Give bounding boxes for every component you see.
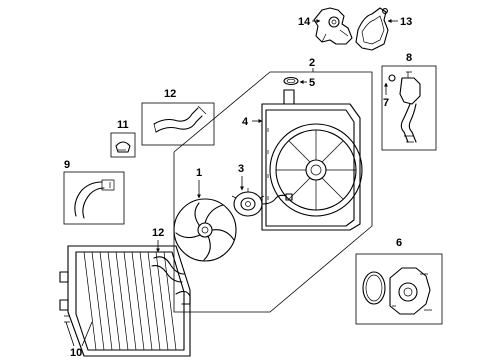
- callout-12-lower: 12: [152, 227, 164, 239]
- part-4-fan-shroud: [261, 89, 363, 231]
- part-1-fan-blade: [173, 198, 237, 262]
- part-11-radiator-cap: [115, 141, 131, 153]
- part-12-upper-box: [141, 102, 215, 146]
- part-8-box: [381, 65, 437, 151]
- part-5-clip: [283, 76, 299, 86]
- part-3-fan-motor: [231, 188, 293, 217]
- part-13-pump-gasket: [355, 7, 389, 51]
- callout-2: 2: [309, 57, 315, 69]
- callout-14: 14: [298, 16, 311, 28]
- callout-9: 9: [64, 159, 70, 171]
- part-12-lower-hose: [151, 256, 185, 283]
- part-12-upper-hose: [153, 105, 207, 133]
- part-6-box: [355, 253, 443, 325]
- callout-8: 8: [406, 52, 412, 64]
- part-9-lower-hose: [74, 179, 115, 219]
- callout-5: 5: [309, 77, 315, 89]
- part-10-radiator: [59, 245, 191, 357]
- callout-3: 3: [238, 163, 244, 175]
- callout-10: 10: [70, 347, 82, 359]
- part-11-box: [110, 132, 136, 158]
- callout-4: 4: [242, 116, 249, 128]
- callout-6: 6: [396, 237, 402, 249]
- callout-13: 13: [400, 16, 412, 28]
- part-9-box: [63, 171, 125, 225]
- callout-11: 11: [117, 119, 129, 131]
- assembly-frame-2: [173, 71, 373, 313]
- part-8-thermostat-housing: [388, 71, 421, 143]
- callout-1: 1: [196, 167, 202, 179]
- callout-12-upper: 12: [164, 88, 176, 100]
- part-6-water-pump-assembly: [362, 267, 432, 315]
- callout-7: 7: [383, 97, 389, 109]
- part-14-water-pump-housing: [313, 7, 353, 45]
